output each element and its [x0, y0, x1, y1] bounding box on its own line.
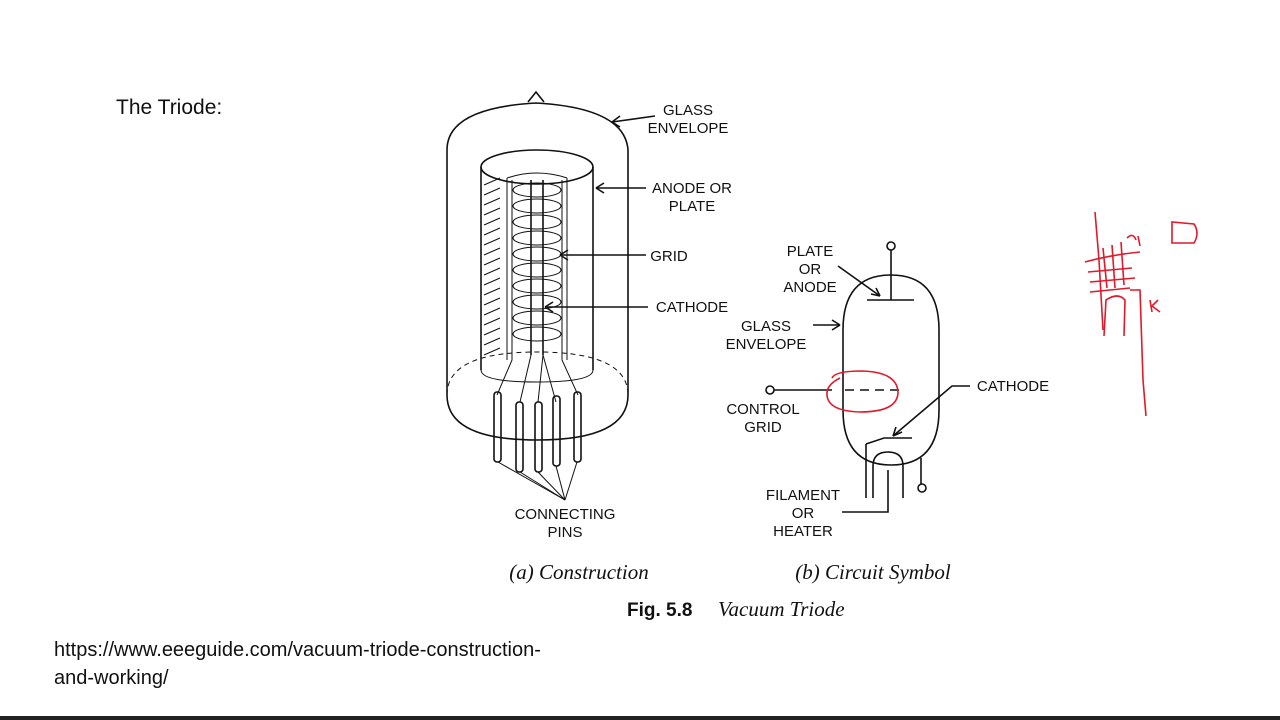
label-glass-envelope: GLASS: [663, 102, 713, 119]
source-url-line2: and-working/: [54, 667, 169, 689]
label-connecting-pins: CONNECTING: [515, 506, 616, 523]
figure-number: Fig. 5.8: [627, 600, 692, 621]
label-plate: PLATE: [787, 243, 833, 260]
label-grid: GRID: [650, 248, 688, 265]
slide-title: The Triode:: [116, 96, 223, 119]
label-symbol-glass: GLASS: [741, 318, 791, 335]
label-symbol-cathode: CATHODE: [977, 378, 1049, 395]
label-connecting-pins-line2: PINS: [547, 524, 582, 541]
label-plate-or: OR: [799, 261, 822, 278]
label-filament: FILAMENT: [766, 487, 840, 504]
figure-title: Vacuum Triode: [718, 597, 845, 621]
bottom-border: [0, 716, 1280, 720]
red-highlight-ellipse: [826, 370, 899, 413]
label-cathode: CATHODE: [656, 299, 728, 316]
caption-circuit-symbol: (b) Circuit Symbol: [795, 560, 951, 584]
label-anode-or-plate-line2: PLATE: [669, 198, 715, 215]
handwritten-sketch-annotation: [1084, 211, 1198, 417]
label-anode-or-plate: ANODE OR: [652, 180, 732, 197]
label-symbol-envelope: ENVELOPE: [726, 336, 807, 353]
label-control-grid: CONTROL: [726, 401, 799, 418]
triode-construction-drawing: [446, 90, 656, 501]
source-url-line1: https://www.eeeguide.com/vacuum-triode-c…: [54, 639, 541, 661]
source-url-link[interactable]: https://www.eeeguide.com/vacuum-triode-c…: [54, 636, 674, 692]
label-heater: HEATER: [773, 523, 833, 540]
label-glass-envelope-line2: ENVELOPE: [648, 120, 729, 137]
caption-construction: (a) Construction: [509, 560, 648, 584]
label-filament-or: OR: [792, 505, 815, 522]
triode-circuit-symbol: [765, 241, 970, 513]
label-plate-anode: ANODE: [783, 279, 836, 296]
label-control-grid-line2: GRID: [744, 419, 782, 436]
